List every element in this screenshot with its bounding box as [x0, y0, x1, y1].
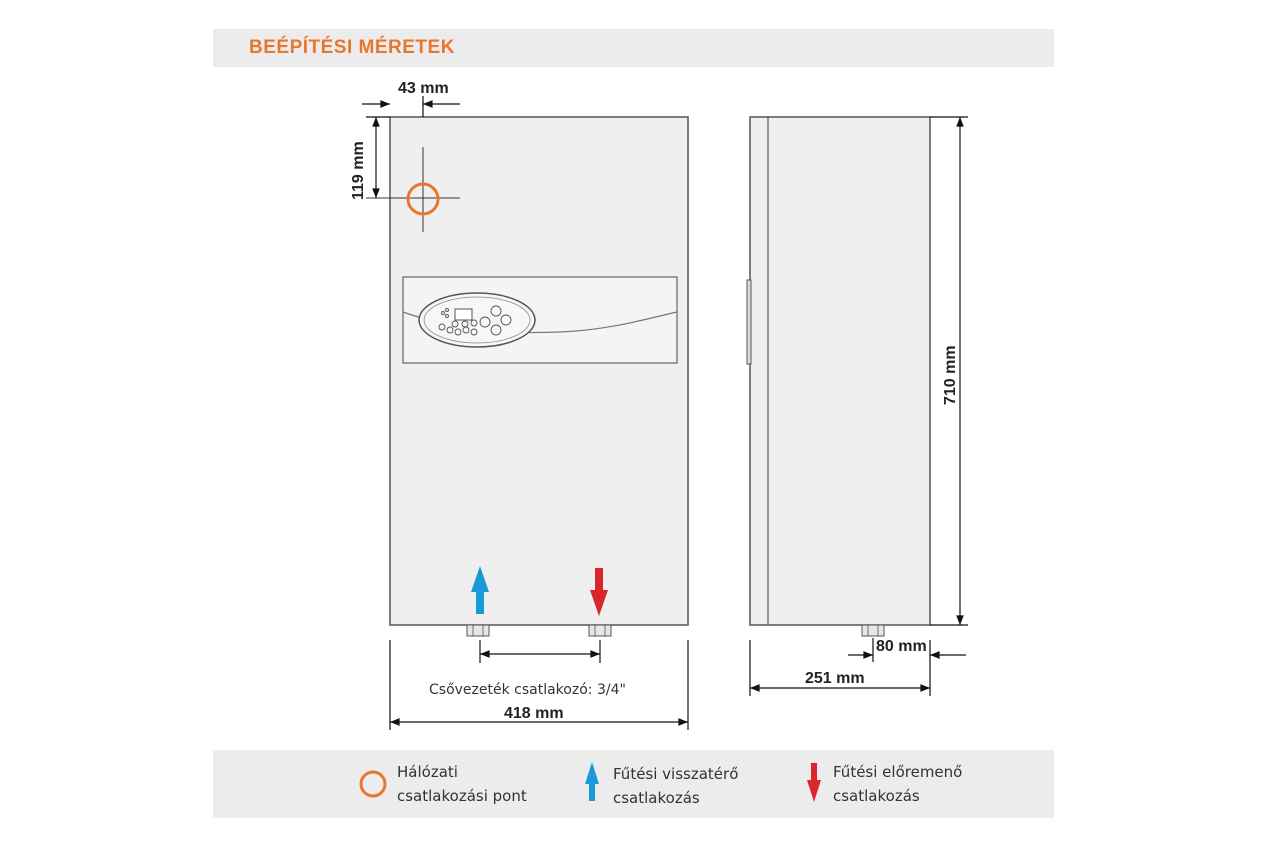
legend-bar: Hálózati csatlakozási pont Fűtési vissza… [213, 750, 1054, 818]
side-pipe-connector [861, 624, 885, 637]
page-title: BEÉPÍTÉSI MÉRETEK [249, 37, 455, 58]
boiler-front-body [389, 116, 689, 626]
red-down-arrow-icon [807, 763, 821, 802]
title-bar: BEÉPÍTÉSI MÉRETEK [213, 29, 1054, 67]
dim-43mm-label: 43 mm [398, 80, 449, 97]
dim-119mm-label: 119 mm [350, 141, 367, 200]
legend-power: Hálózati csatlakozási pont [397, 763, 527, 805]
power-connection-point [406, 182, 440, 216]
display-ellipse [418, 292, 536, 348]
control-buttons [438, 305, 512, 336]
return-pipe-connector [466, 624, 490, 637]
front-view [366, 116, 689, 637]
side-panel-edge [746, 279, 752, 365]
dim-80mm-label: 80 mm [876, 638, 927, 655]
legend-return: Fűtési visszatérő csatlakozás [613, 765, 739, 807]
flow-pipe-connector [588, 624, 612, 637]
flow-arrow-icon [590, 568, 608, 616]
dim-710mm-label: 710 mm [942, 345, 959, 405]
lcd-display [454, 308, 473, 321]
dimension-lines [362, 96, 968, 730]
orange-circle-icon [359, 770, 387, 798]
return-arrow-icon [471, 566, 489, 614]
pipe-note: Csővezeték csatlakozó: 3/4" [429, 682, 626, 698]
dim-418mm-label: 418 mm [504, 705, 564, 722]
blue-up-arrow-icon [585, 762, 599, 801]
dim-251mm-label: 251 mm [805, 670, 865, 687]
side-view [746, 116, 931, 637]
legend-flow: Fűtési előremenő csatlakozás [833, 763, 963, 805]
boiler-side-body [749, 116, 931, 626]
